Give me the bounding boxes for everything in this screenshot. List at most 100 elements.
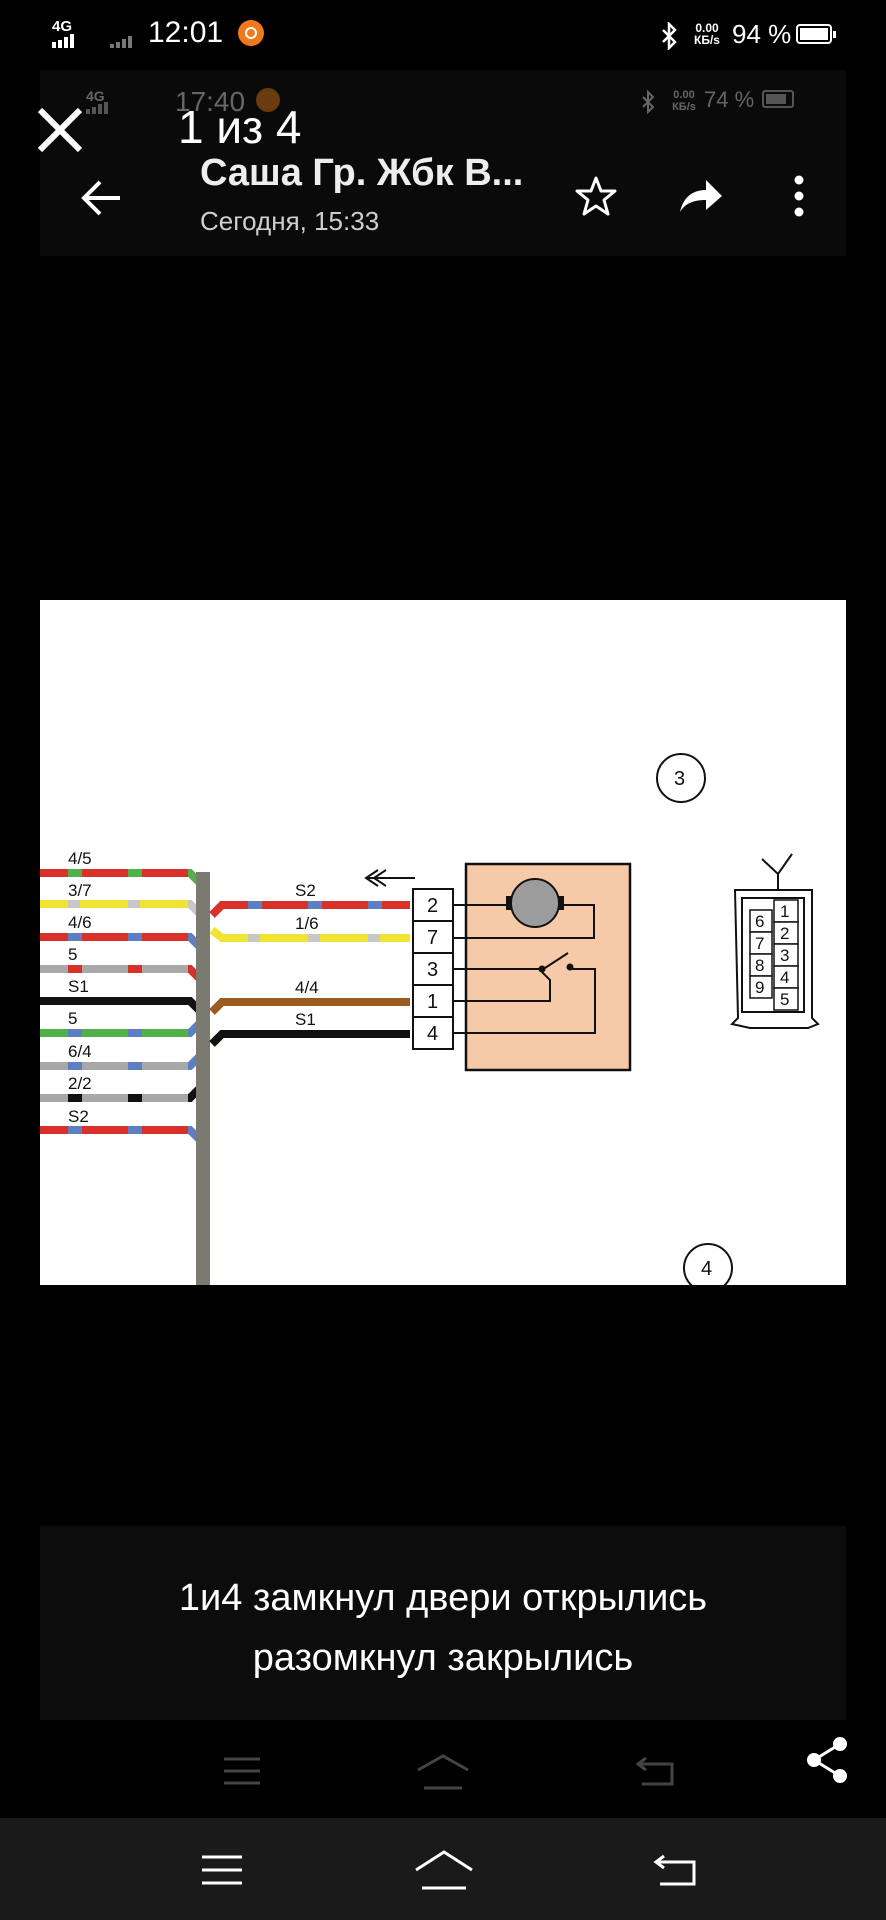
left-wires: [40, 869, 203, 1143]
network-type: 4G: [52, 18, 73, 35]
caption-line-1: 1и4 замкнул двери открылись: [178, 1577, 708, 1619]
label-right-0: S2: [295, 881, 316, 900]
plug-pin-left-2: 8: [755, 956, 764, 975]
wiring-diagram-svg: 4/5 3/7 4/6 5 S1 5 6/4 2/2 S2 S2 1/6 4/4…: [40, 753, 820, 1293]
net-speed-value: 0.00: [695, 21, 719, 35]
wire-1-6: [209, 926, 410, 942]
pin-label-3: 1: [427, 991, 438, 1013]
motor-icon: [510, 878, 560, 928]
wiring-diagram-image[interactable]: 4/5 3/7 4/6 5 S1 5 6/4 2/2 S2 S2 1/6 4/4…: [40, 600, 846, 1293]
plug-pin-right-4: 5: [780, 990, 789, 1009]
inner-battery-icon: [762, 90, 794, 108]
wire-6-4: [40, 1053, 203, 1070]
label-left-5: 5: [68, 1009, 77, 1028]
wire-s1-left: [40, 997, 203, 1014]
plug-pin-left-1: 7: [755, 934, 764, 953]
inner-signal-icon: [86, 102, 108, 114]
caption-line-2: разомкнул закрылись: [252, 1637, 634, 1679]
page-counter: 1 из 4: [178, 101, 302, 153]
inner-bluetooth-icon: [642, 90, 655, 114]
plug-pin-left-0: 6: [755, 912, 764, 931]
right-wires: [209, 901, 410, 1047]
wire-3-7: [40, 900, 203, 917]
harness-bundle: [196, 872, 210, 1285]
net-speed-unit: КБ/s: [694, 33, 720, 47]
wire-4-6: [40, 933, 203, 950]
wire-5-green: [40, 1020, 203, 1037]
label-right-3: S1: [295, 1010, 316, 1029]
plug-pin-right-2: 3: [780, 946, 789, 965]
label-left-6: 6/4: [68, 1042, 92, 1061]
inner-app-notification-icon: [256, 88, 280, 112]
connector-symbol: [364, 869, 415, 887]
wire-2-2: [40, 1085, 203, 1102]
inner-network-type: 4G: [86, 88, 105, 104]
app-notification-icon: [238, 20, 264, 46]
inner-share-arrow-icon: [680, 180, 722, 212]
wire-s1-right: [209, 1030, 410, 1047]
wire-s2-right: [209, 901, 410, 918]
inner-menu-icon: [224, 1757, 260, 1785]
left-wire-labels: 4/5 3/7 4/6 5 S1 5 6/4 2/2 S2: [68, 849, 92, 1126]
actuator-module: [453, 862, 632, 1072]
right-wire-labels: S2 1/6 4/4 S1: [295, 881, 319, 1029]
net-speed: 0.00 КБ/s: [690, 22, 724, 46]
battery-icon: [796, 24, 836, 44]
pin-label-2: 3: [427, 959, 438, 981]
pin-label-4: 4: [427, 1023, 438, 1045]
inner-clock: 17:40: [175, 86, 246, 117]
share-icon[interactable]: [806, 1736, 850, 1784]
plug-pin-right-3: 4: [780, 968, 789, 987]
pin-label-1: 7: [427, 927, 438, 949]
inner-screenshot-header: 4G 17:40 0.00 КБ/s 74 %: [40, 70, 846, 256]
inner-home-icon: [417, 1754, 469, 1790]
wire-5-grey: [40, 965, 203, 982]
home-icon[interactable]: [414, 1848, 474, 1892]
caption-text: 1и4 замкнул двери открылись разомкнул за…: [40, 1568, 846, 1688]
plug-pin-right-0: 1: [780, 902, 789, 921]
status-bar: 4G 12:01 0.00 КБ/s 94 %: [0, 0, 886, 70]
callout-4: 4: [683, 1243, 733, 1293]
switch-icon: [544, 952, 569, 969]
inner-chat-title: Саша Гр. Жбк В...: [200, 152, 524, 194]
back-icon[interactable]: [652, 1852, 698, 1888]
label-left-8: S2: [68, 1107, 89, 1126]
inner-net-speed: 0.00 КБ/s: [668, 89, 700, 113]
label-right-1: 1/6: [295, 914, 319, 933]
battery-percent: 94 %: [732, 19, 792, 49]
pin-boxes: 2 7 3 1 4: [412, 888, 454, 1050]
plug-connector-drawing: 6 7 8 9 1 2 3 4 5: [730, 853, 820, 1029]
inner-more-icon: [794, 175, 804, 217]
inner-navigation-bar: [0, 1720, 886, 1818]
label-left-3: 5: [68, 945, 77, 964]
label-left-1: 3/7: [68, 881, 92, 900]
wire-4-5: [40, 869, 203, 886]
image-caption: 1и4 замкнул двери открылись разомкнул за…: [40, 1526, 846, 1720]
inner-net-speed-value: 0.00: [673, 89, 695, 101]
plug-pin-right-1: 2: [780, 924, 789, 943]
wire-s2-left: [40, 1126, 203, 1143]
label-right-2: 4/4: [295, 978, 319, 997]
signal-2-icon: [110, 36, 132, 48]
callout-3: 3: [656, 753, 706, 803]
label-left-0: 4/5: [68, 849, 92, 868]
close-icon[interactable]: [30, 100, 90, 160]
label-left-7: 2/2: [68, 1074, 92, 1093]
bluetooth-icon: [662, 22, 677, 50]
inner-back-icon: [635, 1756, 674, 1786]
inner-back-arrow-icon: [81, 180, 120, 216]
callout-4-label: 4: [701, 1258, 712, 1280]
pin-label-0: 2: [427, 895, 438, 917]
signal-icon: [52, 34, 74, 48]
recent-apps-icon[interactable]: [200, 1854, 244, 1886]
system-navigation-bar: [0, 1818, 886, 1920]
inner-star-icon: [575, 176, 617, 216]
label-left-4: S1: [68, 977, 89, 996]
inner-battery-percent: 74 %: [704, 87, 755, 112]
inner-chat-subtitle: Сегодня, 15:33: [200, 206, 380, 236]
label-left-2: 4/6: [68, 913, 92, 932]
inner-net-speed-unit: КБ/s: [672, 101, 696, 113]
wire-4-4: [209, 998, 410, 1015]
clock: 12:01: [148, 16, 224, 49]
callout-3-label: 3: [674, 768, 685, 790]
